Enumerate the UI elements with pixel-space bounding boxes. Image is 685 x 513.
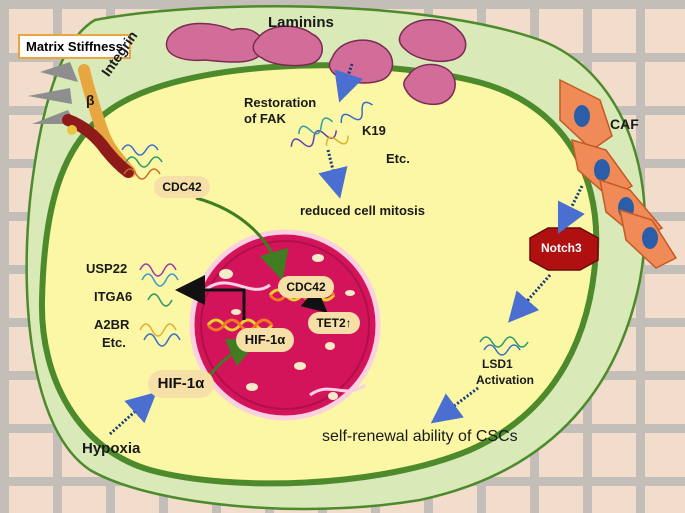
itga6-label: ITGA6 xyxy=(94,289,133,304)
protein-structure-fak xyxy=(290,101,373,148)
arrow-notch3-to-lsd1 xyxy=(508,274,552,323)
cdc42-cyto-pill: CDC42 xyxy=(154,176,210,198)
laminin-blob xyxy=(398,19,467,62)
protein-structure-cyto xyxy=(121,144,163,180)
lsd1-label-1: LSD1 xyxy=(482,357,513,371)
matrix-stiffness-label: Matrix Stiffness xyxy=(18,34,131,59)
nucleus xyxy=(189,229,381,421)
hypoxia-label: Hypoxia xyxy=(82,440,141,457)
arrow-cdc42-to-tet2 xyxy=(300,287,328,313)
notch3-label: Notch3 xyxy=(541,241,582,255)
self-renewal-label: self-renewal ability of CSCs xyxy=(322,428,518,445)
arrow-fak-to-mitosis xyxy=(318,149,348,199)
etc-label-fak: Etc. xyxy=(386,151,410,166)
arrow-lsd1-to-selfrenewal xyxy=(430,386,479,424)
hif-nucleus-pill: HIF-1α xyxy=(236,328,294,352)
restoration-fak-label-1: Restoration xyxy=(244,95,317,110)
usp22-label: USP22 xyxy=(86,261,128,276)
etc-label-targets: Etc. xyxy=(102,335,126,350)
lsd1-label-2: Activation xyxy=(476,373,535,387)
arrow-caf-to-notch3 xyxy=(557,185,585,235)
arrow-laminin-to-fak xyxy=(334,63,363,103)
caf-cells xyxy=(559,78,678,269)
cdc42-nucleus-pill: CDC42 xyxy=(278,276,334,298)
laminin-blob xyxy=(165,22,264,63)
k19-label: K19 xyxy=(362,123,386,138)
caf-label: CAF xyxy=(610,116,639,132)
beta-label: β xyxy=(86,92,95,108)
arrow-hypoxia-to-hif xyxy=(108,391,157,436)
a2br-label: A2BR xyxy=(94,317,130,332)
arrow-cdc42-to-nucleus xyxy=(195,196,289,281)
hif-cyto-pill: HIF-1α xyxy=(148,370,214,398)
integrin-receptor xyxy=(62,64,136,178)
laminins-label: Laminins xyxy=(268,14,334,31)
reduced-mitosis-label: reduced cell mitosis xyxy=(300,203,425,218)
protein-structure-lsd1 xyxy=(479,336,529,356)
laminin-blob xyxy=(252,25,323,67)
protein-structure-targets xyxy=(139,263,181,347)
tet2-pill: TET2↑ xyxy=(308,312,360,334)
arrow-nucleus-to-targets xyxy=(175,275,246,320)
restoration-fak-label-2: of FAK xyxy=(244,111,286,126)
laminin-blob xyxy=(403,63,456,106)
